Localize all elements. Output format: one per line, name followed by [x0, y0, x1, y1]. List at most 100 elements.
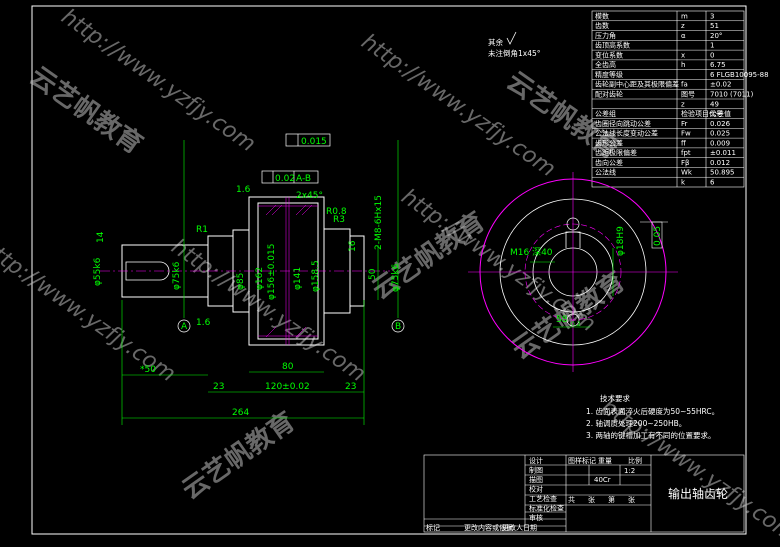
table-cell-name: 齿轮副中心距及其极限偏差: [595, 80, 679, 89]
holes-label: M16 深40: [510, 247, 553, 258]
feature-frames: [177, 133, 405, 333]
table-cell-val: 49: [710, 100, 719, 108]
title-block-sheet: 共: [568, 495, 575, 504]
gear-side-view: [468, 172, 678, 372]
table-cell-sym: 检验项目代号: [681, 109, 723, 118]
table-cell-val: 7010 (7011): [710, 91, 754, 99]
table-cell-val: 公差值: [710, 109, 731, 118]
table-cell-val: 51: [710, 22, 719, 30]
table-cell-name: 齿数: [595, 21, 609, 30]
table-cell-name: 齿向公差: [595, 158, 623, 167]
table-cell-val: 6 FLGB10095-88: [710, 71, 769, 79]
table-cell-sym: α: [681, 32, 686, 40]
table-cell-val: 6.75: [710, 61, 726, 69]
d-75k6a: φ75k6: [172, 261, 182, 290]
table-cell-val: 20°: [710, 32, 722, 40]
title-block-sheet: 张: [588, 495, 595, 504]
title-block-field: 制图: [529, 466, 543, 475]
table-cell-sym: z: [681, 22, 685, 30]
table-cell-sym: fpt: [681, 149, 691, 157]
table-cell-name: 全齿高: [595, 60, 616, 69]
material-label: 40Cr: [594, 476, 611, 484]
table-cell-sym: ff: [681, 139, 686, 147]
table-cell-val: 0: [710, 51, 714, 59]
d-158: φ158.5: [311, 260, 321, 292]
title-block-field: 设计: [529, 456, 543, 465]
title-block-field: 审核: [529, 513, 543, 522]
d-156: φ156±0.015: [267, 244, 277, 300]
table-cell-sym: Fw: [681, 130, 691, 138]
tech-req-item: 3. 两轴的键槽加工有不同的位置要求。: [586, 430, 716, 440]
title-block-header: 重量: [598, 457, 612, 465]
table-cell-name: 配对齿轮: [595, 90, 623, 99]
table-cell-sym: Fβ: [681, 159, 690, 167]
title-block-field: 工艺检查: [529, 494, 557, 503]
roughness-16b: 1.6: [196, 318, 211, 328]
table-cell-val: 0.012: [710, 159, 730, 167]
table-cell-val: ±0.011: [710, 149, 736, 157]
roughness-rest-label: 其余: [488, 37, 503, 47]
roughness-16a: 1.6: [236, 185, 251, 195]
datum-a-label: A: [181, 322, 188, 332]
watermark-url: http://www.yzfjy.com: [57, 4, 260, 157]
tech-req-title: 技术要求: [600, 393, 630, 403]
table-cell-val: 0.009: [710, 139, 730, 147]
table-cell-name: 公法线: [595, 168, 616, 177]
table-cell-val: 3: [710, 12, 714, 20]
len-80: 80: [282, 362, 294, 372]
title-block-field: 描图: [529, 475, 543, 484]
r1-label: R1: [196, 225, 208, 235]
table-cell-sym: k: [681, 179, 686, 187]
chamfer-note: 未注倒角1x45°: [488, 48, 541, 58]
title-block: [423, 454, 745, 533]
drawing-border: [31, 5, 747, 535]
title-block-sheet: 张: [628, 495, 635, 504]
d-141: φ141: [293, 267, 303, 290]
watermark-brand: 云艺帆教育: [176, 406, 300, 506]
parallel-label: 0.02: [275, 174, 295, 184]
table-cell-name: 齿形公差: [595, 138, 623, 147]
table-cell-val: 1: [710, 42, 714, 50]
d-75k6b: φ75k6: [391, 263, 401, 292]
keyway-label: 58: [556, 315, 568, 325]
table-cell-sym: Wk: [681, 169, 693, 177]
len-50: *50: [140, 365, 156, 375]
d-shaft-left: φ55k6: [93, 257, 103, 286]
title-block-sheet: 第: [608, 495, 615, 504]
keyway-tol-label: 0.2: [571, 321, 581, 328]
len-120: 120±0.02: [265, 382, 310, 392]
tech-req-item: 1. 齿面表面淬火后硬度为50~55HRC。: [586, 406, 719, 416]
len-23b: 23: [345, 382, 356, 392]
title-block-bottom: 更改人日期: [502, 523, 537, 532]
perp-label: 0.05: [653, 226, 663, 246]
thread-label: 2-M8-6Hx15: [374, 195, 384, 250]
table-cell-val: 0.025: [710, 130, 730, 138]
roughness-symbol: [506, 31, 517, 45]
table-cell-sym: z: [681, 100, 685, 108]
table-cell-sym: h: [681, 61, 685, 69]
dimension-lines: [121, 140, 399, 425]
key-14-label: 14: [96, 231, 106, 243]
table-cell-name: 变位系数: [595, 50, 623, 59]
table-cell-name: 精度等级: [595, 70, 623, 79]
drawing-title: 输出轴齿轮: [668, 486, 728, 501]
table-cell-name: 齿顶高系数: [595, 41, 630, 50]
title-block-header: 图样标记: [568, 456, 596, 465]
d-85: φ85: [236, 273, 246, 290]
tech-req-item: 2. 轴调质处理200~250HB。: [586, 418, 686, 428]
r3-label: R3: [333, 215, 345, 225]
table-cell-name: 压力角: [595, 31, 616, 40]
scale-label: 1:2: [624, 467, 635, 475]
title-block-field: 校对: [529, 485, 543, 494]
title-block-bottom: 标记: [426, 523, 440, 532]
r08-label: R0.8: [326, 207, 347, 217]
table-cell-sym: x: [681, 51, 685, 59]
table-cell-sym: 图号: [681, 91, 695, 99]
key-16-label: 16: [348, 240, 358, 252]
dim-50r: 50: [368, 268, 378, 280]
hole-d-label: φ18H9: [616, 226, 626, 256]
title-block-labels: 设计制图描图校对工艺检查标准化检查审核图样标记重量比例共张第张标记更改内容或依据…: [426, 456, 642, 532]
runout-label: 0.015: [301, 137, 327, 147]
table-cell-val: 6: [710, 179, 715, 187]
